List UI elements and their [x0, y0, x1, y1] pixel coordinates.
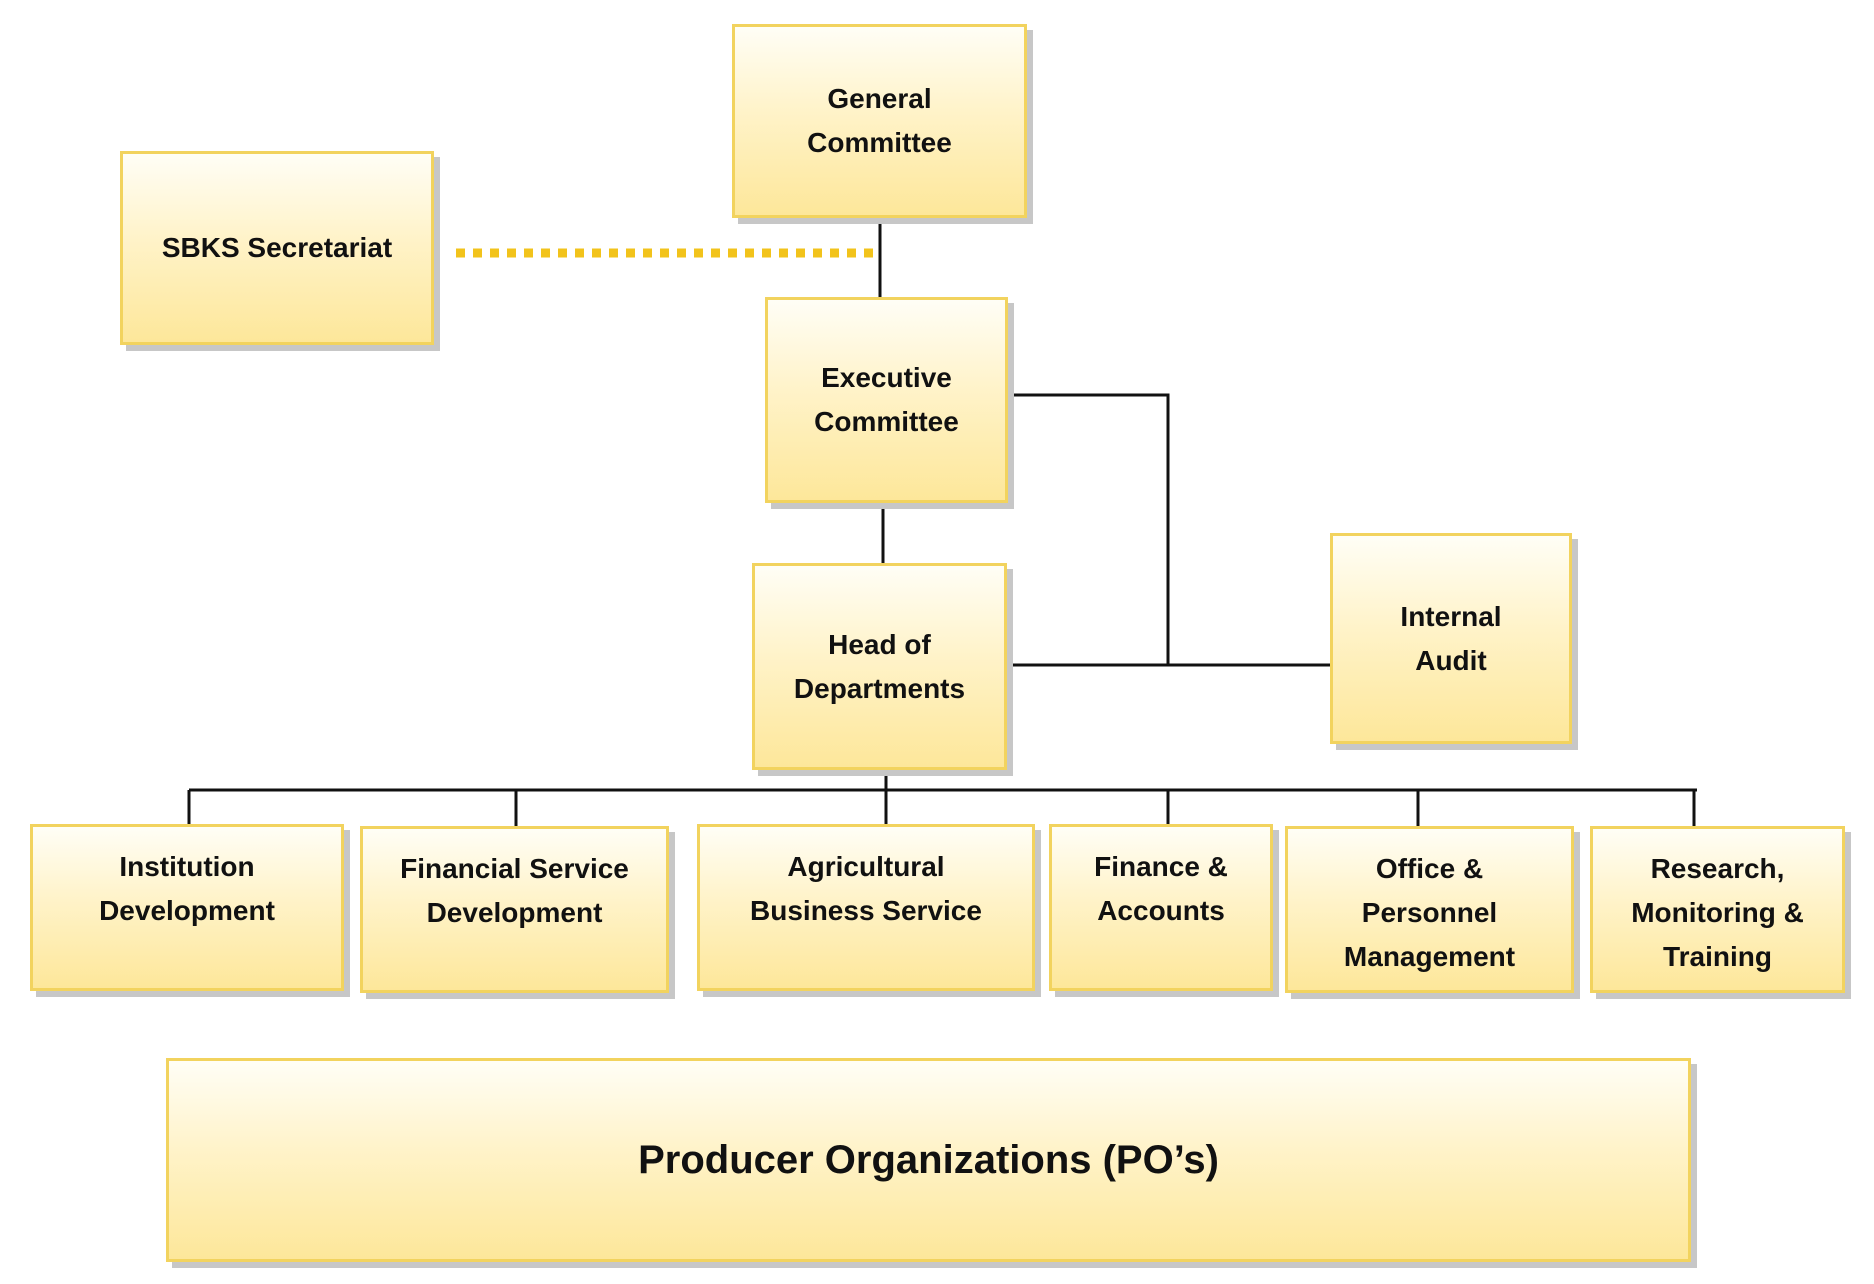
- department-box-finance-accounts: Finance & Accounts: [1049, 824, 1273, 991]
- general-committee-box: General Committee: [732, 24, 1027, 218]
- department-label: Finance & Accounts: [1094, 851, 1228, 926]
- internal-audit-label: Internal Audit: [1400, 600, 1502, 676]
- department-box-agricultural: Agricultural Business Service: [697, 824, 1035, 991]
- sbks-secretariat-box: SBKS Secretariat: [120, 151, 434, 345]
- general-committee-label: General Committee: [807, 83, 952, 158]
- department-box-research: Research, Monitoring & Training: [1590, 826, 1845, 993]
- executive-committee-box: Executive Committee: [765, 297, 1008, 503]
- department-box-office-personnel: Office & Personnel Management: [1285, 826, 1574, 993]
- head-of-departments-label: Head of Departments: [793, 628, 966, 704]
- department-box-financial-service: Financial Service Development: [360, 826, 669, 993]
- producer-organizations-label: Producer Organizations (PO’s): [638, 1138, 1219, 1182]
- department-box-institution: Institution Development: [30, 824, 344, 991]
- executive-committee-label: Executive Committee: [814, 362, 959, 437]
- internal-audit-box: Internal Audit: [1330, 533, 1572, 744]
- connector-executive-to-audit: [1006, 393, 1170, 665]
- department-label: Institution Development: [99, 851, 275, 926]
- sbks-secretariat-label: SBKS Secretariat: [161, 232, 393, 263]
- department-label: Financial Service Development: [400, 853, 629, 928]
- department-label: Office & Personnel Management: [1343, 853, 1516, 972]
- department-label: Agricultural Business Service: [750, 851, 982, 926]
- head-of-departments-box: Head of Departments: [752, 563, 1007, 770]
- department-label: Research, Monitoring & Training: [1631, 853, 1804, 972]
- producer-organizations-box: Producer Organizations (PO’s): [166, 1058, 1691, 1262]
